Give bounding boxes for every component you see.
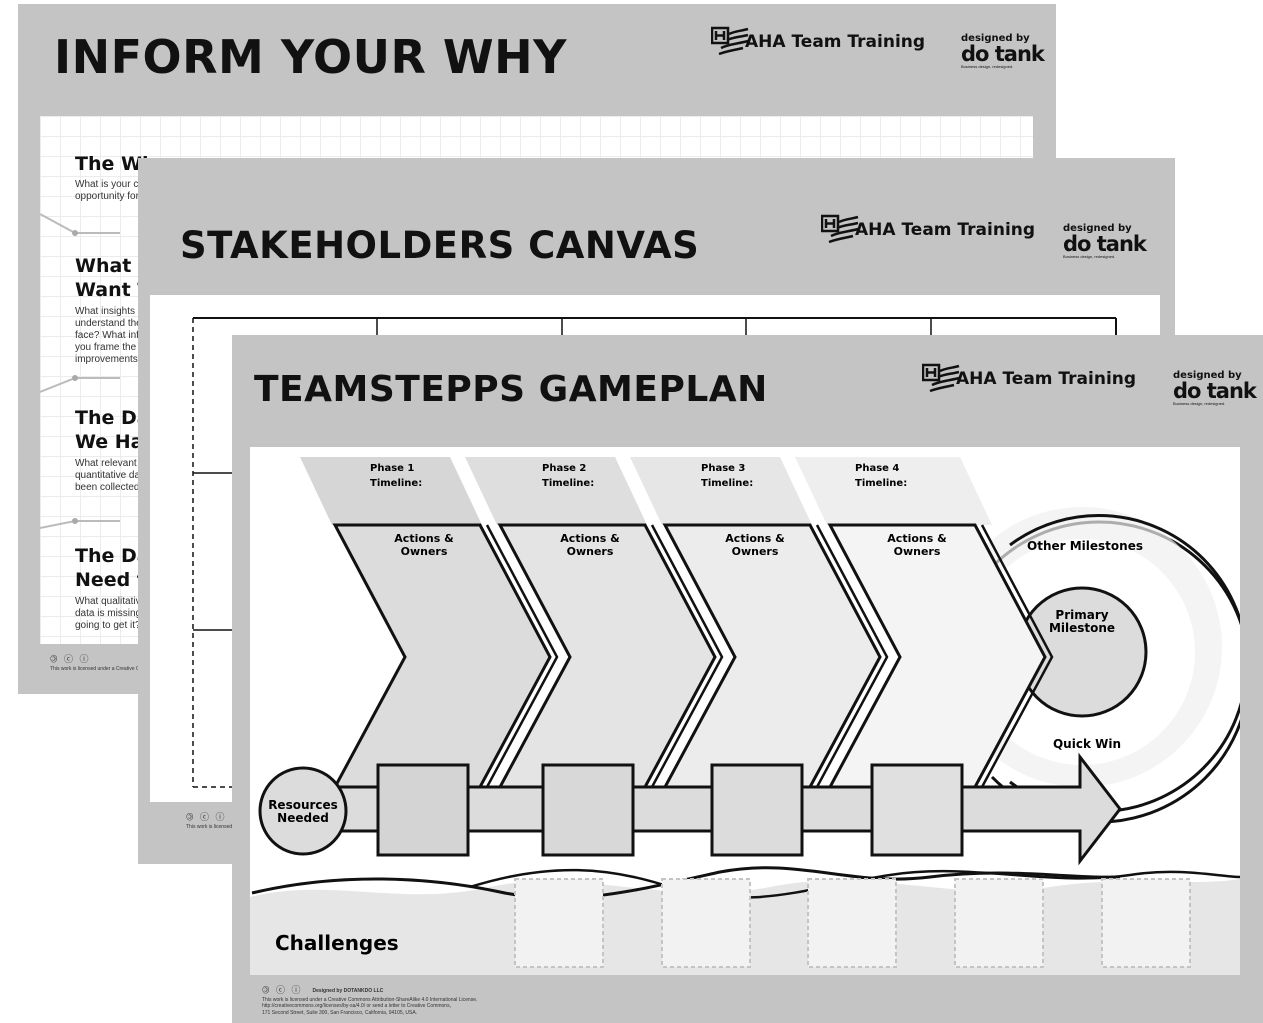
phase-3-timeline: Timeline: bbox=[701, 478, 753, 489]
footer-url: http://creativecommons.org/licenses/by-s… bbox=[262, 1003, 451, 1010]
dotank-logo: designed by do tank Business design, red… bbox=[961, 33, 1045, 69]
actions-owners-label: Owners bbox=[401, 545, 448, 558]
challenge-box-5 bbox=[1101, 878, 1191, 968]
other-milestones-label: Other Milestones bbox=[1027, 539, 1143, 553]
resources-needed-label: Resources bbox=[268, 798, 338, 812]
resource-box-1 bbox=[376, 763, 470, 857]
resource-box-4 bbox=[870, 763, 964, 857]
footer-license: This work is licensed under a Creative C… bbox=[262, 996, 478, 1003]
actions-owners-label: Owners bbox=[894, 545, 941, 558]
dotank-wordmark: do tank bbox=[961, 42, 1045, 66]
aha-logo-text: AHA Team Training bbox=[956, 369, 1137, 389]
aha-flag-icon bbox=[710, 26, 749, 56]
sheet-teamstepps-gameplan: TEAMSTEPPS GAMEPLAN AHA Team Training de… bbox=[232, 335, 1263, 1023]
actions-owners-label: Actions & bbox=[725, 532, 785, 545]
footer-license: This work is licensed under a Creative C… bbox=[50, 665, 160, 672]
section-body: What insights understand the face? What … bbox=[75, 306, 142, 365]
dotank-tagline: Business design, redesigned. bbox=[961, 64, 1014, 69]
sheet-title: STAKEHOLDERS CANVAS bbox=[180, 224, 700, 267]
phase-4-timeline: Timeline: bbox=[855, 478, 907, 489]
section-body: What relevant quantitative da been colle… bbox=[75, 458, 141, 493]
gameplan-diagram: Phase 1 Timeline: Phase 2 Timeline: Phas… bbox=[250, 457, 1240, 975]
phase-1-timeline: Timeline: bbox=[370, 478, 422, 489]
footer: 🄯 ⓒ ⓘ Designed by DOTANKDO LLC This work… bbox=[262, 985, 582, 1016]
actions-owners-label: Owners bbox=[567, 545, 614, 558]
section-body: What qualitativ data is missing going to… bbox=[75, 596, 142, 631]
footer: 🄯 ⓒ ⓘ This work is licensed under a Crea… bbox=[50, 654, 160, 672]
quick-win-label: Quick Win bbox=[1053, 737, 1121, 751]
actions-owners-label: Actions & bbox=[887, 532, 947, 545]
aha-flag-icon bbox=[820, 214, 859, 244]
section-body: What is your cl opportunity for bbox=[75, 179, 141, 202]
phase-3-label: Phase 3 bbox=[701, 463, 745, 474]
canvas-grid bbox=[192, 317, 1117, 788]
sheet-title: TEAMSTEPPS GAMEPLAN bbox=[254, 369, 768, 410]
connector-line bbox=[40, 213, 120, 529]
actions-owners-label: Actions & bbox=[394, 532, 454, 545]
challenges-label: Challenges bbox=[275, 931, 399, 955]
cc-license-icons: 🄯 ⓒ ⓘ bbox=[262, 985, 303, 995]
challenge-box-2 bbox=[661, 878, 751, 968]
chevron-phase-1 bbox=[332, 523, 552, 789]
challenge-box-4 bbox=[954, 878, 1044, 968]
resource-box-2 bbox=[541, 763, 635, 857]
resource-box-3 bbox=[710, 763, 804, 857]
footer-designed-by: Designed by DOTANKDO LLC bbox=[312, 987, 384, 994]
phase-2-timeline-band bbox=[465, 457, 647, 525]
resources-circle bbox=[258, 766, 348, 856]
footer-license: This work is licensed under a Creative C… bbox=[186, 823, 234, 830]
aha-logo: AHA Team Training bbox=[820, 214, 1036, 244]
phase-2-label: Phase 2 bbox=[542, 463, 586, 474]
actions-owners-label: Owners bbox=[732, 545, 779, 558]
sheet-title: INFORM YOUR WHY bbox=[54, 30, 567, 84]
phase-1-timeline-band bbox=[300, 457, 482, 525]
wave-line-2 bbox=[469, 868, 1240, 899]
dotank-tagline: Business design, redesigned. bbox=[1173, 401, 1226, 406]
actions-owners-label: Actions & bbox=[560, 532, 620, 545]
primary-milestone-label: Milestone bbox=[1049, 621, 1115, 635]
phase-4-label: Phase 4 bbox=[855, 463, 899, 474]
resources-needed-label: Needed bbox=[277, 811, 329, 825]
designed-by-label: designed by bbox=[1063, 223, 1132, 234]
cc-license-icons: 🄯 ⓒ ⓘ bbox=[50, 654, 91, 664]
challenge-box-1 bbox=[514, 878, 604, 968]
aha-logo-text: AHA Team Training bbox=[855, 220, 1036, 240]
designed-by-label: designed by bbox=[961, 33, 1030, 44]
phase-1-label: Phase 1 bbox=[370, 463, 414, 474]
aha-flag-icon bbox=[921, 363, 960, 393]
dotank-logo: designed by do tank Business design, red… bbox=[1173, 370, 1257, 406]
challenge-box-3 bbox=[807, 878, 897, 968]
cc-license-icons: 🄯 ⓒ ⓘ bbox=[186, 812, 227, 822]
designed-by-label: designed by bbox=[1173, 370, 1242, 381]
phase-4-timeline-band bbox=[795, 457, 992, 525]
footer: 🄯 ⓒ ⓘ This work is licensed under a Crea… bbox=[186, 812, 234, 830]
dotank-tagline: Business design, redesigned. bbox=[1063, 254, 1116, 259]
aha-logo: AHA Team Training bbox=[710, 26, 926, 56]
phase-2-timeline: Timeline: bbox=[542, 478, 594, 489]
primary-milestone-label: Primary bbox=[1055, 608, 1108, 622]
dotank-wordmark: do tank bbox=[1173, 379, 1257, 403]
aha-logo: AHA Team Training bbox=[921, 363, 1137, 393]
aha-logo-text: AHA Team Training bbox=[745, 32, 926, 52]
gameplan-panel: Phase 1 Timeline: Phase 2 Timeline: Phas… bbox=[250, 447, 1240, 975]
dotank-logo: designed by do tank Business design, red… bbox=[1063, 223, 1147, 259]
dotank-wordmark: do tank bbox=[1063, 232, 1147, 256]
phase-3-timeline-band bbox=[630, 457, 812, 525]
footer-address: 171 Second Street, Suite 300, San Franci… bbox=[262, 1009, 418, 1016]
